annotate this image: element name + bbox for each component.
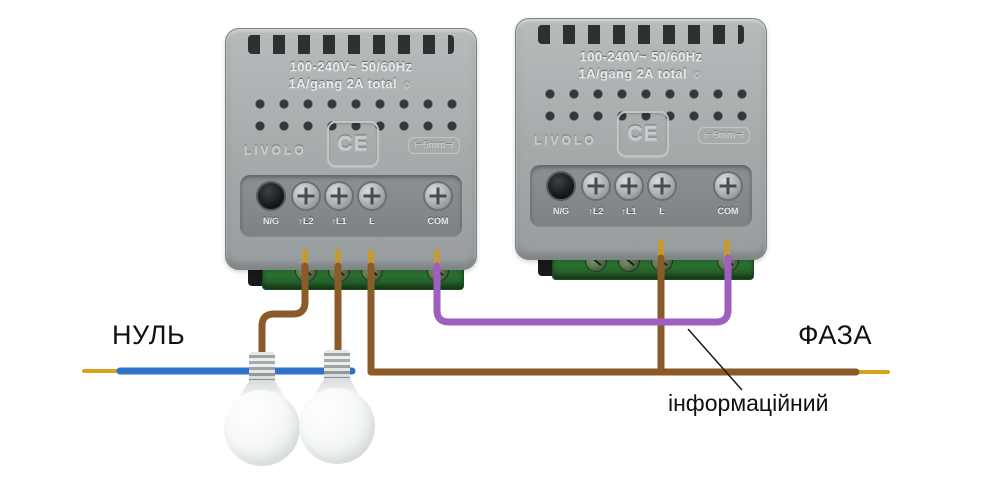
terminal-label-ng: N/G <box>262 216 280 226</box>
terminal-l <box>647 171 677 201</box>
brand-logo: LIVOLO <box>534 133 597 147</box>
lamp-load-icon: ☼ <box>401 76 414 91</box>
info-wire <box>433 254 732 326</box>
phase-label: ФАЗА <box>798 320 872 350</box>
terminal-com <box>713 171 743 201</box>
terminal-l2 <box>291 181 321 211</box>
rating-text: 100-240V~ 50/60Hz 1A/gang 2A total ☼ <box>226 58 476 92</box>
brand-logo: LIVOLO <box>244 143 307 157</box>
lamp-load-icon: ☼ <box>691 66 704 81</box>
lamp1-wire <box>258 262 309 372</box>
terminal-label-l2: ↑L2 <box>298 216 314 226</box>
terminal-label-com: COM <box>717 206 739 216</box>
terminal-strip: N/G ↑L2 ↑L1 L COM <box>240 175 462 237</box>
ce-mark: CE <box>327 121 379 167</box>
rating-line2-row: 1A/gang 2A total ☼ <box>226 75 476 92</box>
bulb-globe <box>224 390 300 466</box>
terminal-l1 <box>614 171 644 201</box>
terminal-com <box>423 181 453 211</box>
strip-gauge-mark: ⊢6mm⊣ <box>408 137 460 154</box>
rating-line1: 100-240V~ 50/60Hz <box>289 59 413 74</box>
ce-mark: CE <box>617 111 669 157</box>
terminal-ng <box>546 171 576 201</box>
terminal-l <box>357 181 387 211</box>
wire-ferrules <box>302 239 730 275</box>
terminal-ng <box>256 181 286 211</box>
terminal-label-l2: ↑L2 <box>588 206 604 216</box>
info-pointer-line <box>687 328 743 391</box>
switch-module-right: 100-240V~ 50/60Hz 1A/gang 2A total ☼ LIV… <box>515 18 767 260</box>
rating-text: 100-240V~ 50/60Hz 1A/gang 2A total ☼ <box>516 48 766 82</box>
terminal-l2 <box>581 171 611 201</box>
terminal-strip: N/G ↑L2 ↑L1 L COM <box>530 165 752 227</box>
terminal-label-l1: ↑L1 <box>621 206 637 216</box>
terminal-label-l1: ↑L1 <box>331 216 347 226</box>
bulb-screw-cap <box>324 350 350 382</box>
terminal-l1 <box>324 181 354 211</box>
rating-line2: 1A/gang 2A total <box>578 66 688 81</box>
vent-holes <box>242 91 460 135</box>
strip-gauge-mark: ⊢6mm⊣ <box>698 127 750 144</box>
terminal-label-l: L <box>369 216 375 226</box>
neutral-label: НУЛЬ <box>112 320 186 350</box>
switch-module-left: 100-240V~ 50/60Hz 1A/gang 2A total ☼ LIV… <box>225 28 477 270</box>
rating-line2-row: 1A/gang 2A total ☼ <box>516 65 766 82</box>
terminal-label-com: COM <box>427 216 449 226</box>
terminal-label-l: L <box>659 206 665 216</box>
vent-holes <box>532 81 750 125</box>
info-wire-label: інформаційний <box>668 390 829 416</box>
bulb-globe <box>299 388 375 464</box>
phase-wire <box>367 262 860 376</box>
terminal-label-ng: N/G <box>552 206 570 216</box>
vent-slots <box>248 35 454 54</box>
vent-slots <box>538 25 744 44</box>
bulb-screw-cap <box>249 352 275 384</box>
rating-line2: 1A/gang 2A total <box>288 76 398 91</box>
rating-line1: 100-240V~ 50/60Hz <box>579 49 703 64</box>
